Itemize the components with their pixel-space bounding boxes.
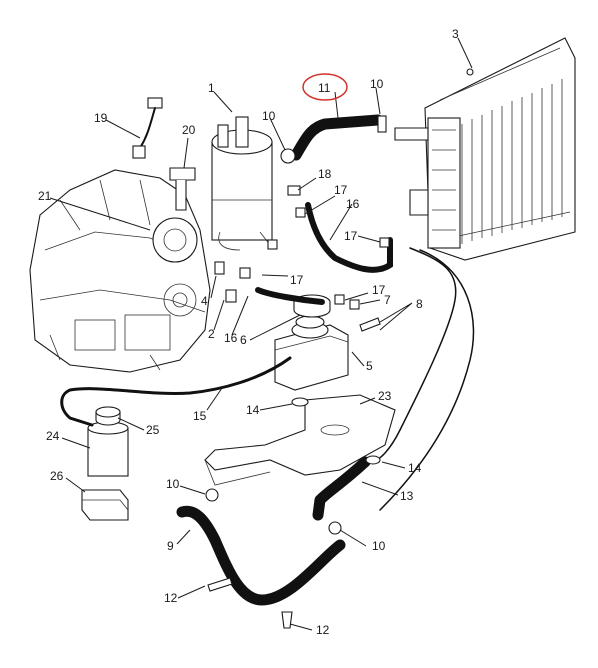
callout-10-d: 10 <box>372 539 386 553</box>
fitting-12-a <box>207 577 233 592</box>
callout-12-b: 12 <box>316 623 330 637</box>
hose-9-lower <box>176 505 346 606</box>
hose-16-left <box>255 287 325 305</box>
callout-16-b: 16 <box>346 197 360 211</box>
callout-15: 15 <box>193 409 207 423</box>
overflow-line-radiator <box>371 247 457 463</box>
callout-13: 13 <box>400 489 414 503</box>
bracket-20 <box>169 167 196 211</box>
clamp-10-a <box>280 148 296 164</box>
callout-19: 19 <box>94 111 108 125</box>
callout-23: 23 <box>378 389 392 403</box>
callout-21: 21 <box>38 189 52 203</box>
callout-9: 9 <box>167 539 174 553</box>
clip-12-b <box>281 611 293 629</box>
callout-1: 1 <box>208 81 215 95</box>
callout-10-b: 10 <box>370 77 384 91</box>
clamp-10-b <box>205 488 219 502</box>
fitting-8 <box>359 317 381 332</box>
callout-8: 8 <box>416 297 423 311</box>
clamp-14-b <box>365 455 381 465</box>
fitting-17-c <box>239 267 251 279</box>
hose-16-right <box>305 202 393 273</box>
fitting-17-e <box>379 237 390 248</box>
callout-11: 11 <box>318 81 331 95</box>
fitting-17-d <box>334 294 345 305</box>
callout-18: 18 <box>318 167 332 181</box>
callout-2: 2 <box>208 327 215 341</box>
sensor-harness <box>132 97 163 159</box>
callout-17-d: 17 <box>344 229 358 243</box>
callout-26: 26 <box>50 469 64 483</box>
callout-24: 24 <box>46 429 60 443</box>
clamp-14-a <box>291 397 309 407</box>
fitting-18 <box>287 185 301 196</box>
callout-5: 5 <box>366 359 373 373</box>
engine-assembly <box>29 169 211 373</box>
fitting-7 <box>349 299 360 310</box>
callout-16-a: 16 <box>224 331 238 345</box>
callout-10-c: 10 <box>166 477 180 491</box>
leader-lines <box>49 37 473 631</box>
fitting-17-a <box>295 207 306 218</box>
callout-6: 6 <box>240 333 247 347</box>
cap-25 <box>95 406 121 418</box>
clamp-10-c <box>328 521 342 535</box>
callout-17-b: 17 <box>334 183 348 197</box>
callout-17-c: 17 <box>372 283 386 297</box>
callout-7: 7 <box>384 293 391 307</box>
overflow-line-15 <box>60 356 292 427</box>
callout-4: 4 <box>201 294 208 308</box>
callout-10-a: 10 <box>262 109 276 123</box>
surge-tank <box>211 116 273 251</box>
radiator <box>394 37 576 261</box>
highlight-circle <box>302 73 348 101</box>
callout-20: 20 <box>182 123 196 137</box>
fitting-2 <box>225 289 237 303</box>
callout-14-a: 14 <box>246 403 260 417</box>
fitting-10-top <box>377 115 387 133</box>
callout-12-a: 12 <box>164 591 178 605</box>
hose-13-lower <box>312 456 371 521</box>
callout-14-b: 14 <box>408 461 422 475</box>
fitting-17-b <box>267 239 278 250</box>
fitting-4 <box>214 261 225 275</box>
mounting-bracket-23 <box>204 394 396 486</box>
return-line <box>379 249 475 511</box>
callout-25: 25 <box>146 423 160 437</box>
callout-3: 3 <box>452 27 459 41</box>
callout-labels: 1 2 3 4 5 6 7 8 9 10 10 10 10 11 12 12 1… <box>38 27 459 637</box>
bracket-26 <box>81 489 129 521</box>
hose-11-upper <box>290 114 384 161</box>
callout-17-a: 17 <box>290 273 304 287</box>
expansion-tank <box>274 315 349 391</box>
